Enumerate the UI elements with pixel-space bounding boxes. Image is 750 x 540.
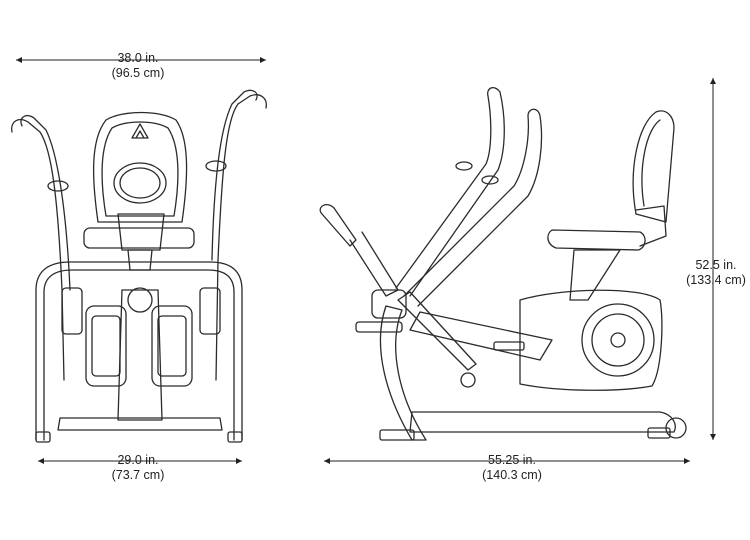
front-seat-support bbox=[117, 213, 165, 251]
front-left-arm-guard bbox=[61, 287, 83, 335]
side-link-arm bbox=[397, 291, 477, 371]
side-grip-knob-2 bbox=[481, 175, 499, 185]
side-length-label: 55.25 in. (140.3 cm) bbox=[457, 453, 567, 483]
side-height-label: 52.5 in. (133.4 cm) bbox=[683, 258, 749, 288]
side-seat-back bbox=[632, 110, 675, 223]
side-seat-rail bbox=[569, 249, 621, 301]
side-seat-bracket bbox=[635, 205, 667, 247]
side-length-imperial: 55.25 in. bbox=[488, 453, 536, 467]
side-height-imperial: 52.5 in. bbox=[695, 258, 737, 272]
side-rear-base bbox=[409, 411, 676, 433]
side-pivot-hub bbox=[371, 289, 407, 319]
side-front-foot bbox=[379, 429, 415, 441]
dimension-lines bbox=[16, 57, 716, 464]
front-width-metric: (96.5 cm) bbox=[111, 66, 165, 80]
side-handle-left bbox=[349, 231, 399, 297]
side-seat-cushion bbox=[547, 229, 646, 251]
front-seat-back-inner bbox=[101, 121, 179, 217]
front-depth-label: 29.0 in. (73.7 cm) bbox=[88, 453, 188, 483]
front-seat-post bbox=[127, 249, 153, 271]
front-width-label: 38.0 in. (96.5 cm) bbox=[88, 51, 188, 81]
side-height-metric: (133.4 cm) bbox=[686, 273, 746, 287]
front-view bbox=[11, 89, 267, 443]
front-right-foot bbox=[227, 431, 243, 443]
front-seat-cushion bbox=[83, 227, 195, 249]
front-depth-imperial: 29.0 in. bbox=[117, 453, 159, 467]
front-frame-arch bbox=[35, 261, 243, 441]
side-handle-upper bbox=[395, 87, 505, 297]
front-seat-back-pad bbox=[113, 162, 167, 204]
front-right-arm-guard bbox=[199, 287, 221, 335]
side-grip-knob-1 bbox=[455, 161, 473, 171]
side-view bbox=[319, 87, 687, 441]
side-rear-foot bbox=[647, 427, 671, 439]
front-seat-back bbox=[92, 111, 188, 223]
front-base bbox=[57, 417, 223, 431]
side-length-metric: (140.3 cm) bbox=[482, 468, 542, 482]
side-lower-rail bbox=[409, 311, 553, 361]
side-handle-upper-2 bbox=[403, 108, 543, 307]
front-left-handle bbox=[11, 118, 65, 381]
logo-icon bbox=[131, 123, 149, 139]
front-width-imperial: 38.0 in. bbox=[117, 51, 159, 65]
front-seat-back-pad-inner bbox=[119, 167, 161, 199]
side-front-leg bbox=[379, 305, 427, 441]
front-left-pedal bbox=[85, 305, 127, 387]
side-pedal bbox=[355, 321, 403, 333]
side-flywheel bbox=[581, 303, 655, 377]
front-left-grip-knob bbox=[47, 180, 69, 192]
front-right-pedal bbox=[151, 305, 193, 387]
front-right-grip-knob bbox=[205, 160, 227, 172]
front-left-foot bbox=[35, 431, 51, 443]
side-pedal-2 bbox=[493, 341, 525, 351]
side-flywheel-housing bbox=[519, 289, 663, 391]
front-depth-metric: (73.7 cm) bbox=[111, 468, 165, 482]
front-right-handle bbox=[215, 94, 267, 381]
